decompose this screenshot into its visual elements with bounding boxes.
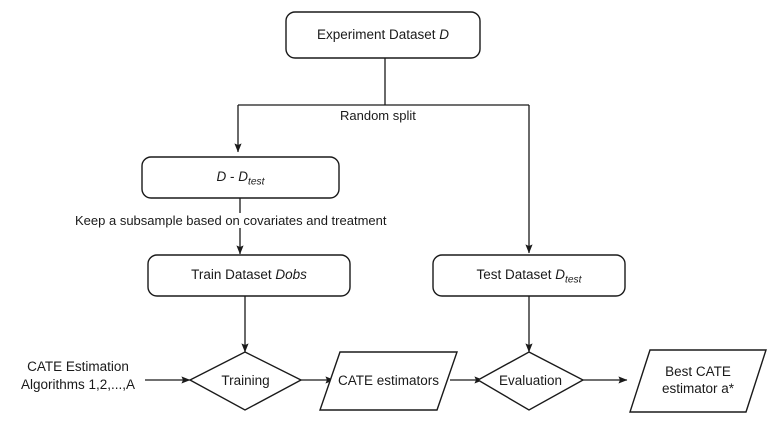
node-experiment-dataset[interactable]: [285, 11, 481, 59]
free-label-cate-algorithms: CATE Estimation Algorithms 1,2,...,A: [20, 359, 136, 392]
node-training-diamond[interactable]: [188, 351, 303, 411]
edge-label-keep-subsample: Keep a subsample based on covariates and…: [72, 213, 390, 228]
node-cate-estimators[interactable]: [319, 351, 458, 411]
edge-label-random-split: Random split: [337, 108, 419, 123]
node-test-dataset[interactable]: [432, 254, 626, 297]
node-d-minus-dtest[interactable]: [141, 156, 340, 199]
node-train-dataset[interactable]: [147, 254, 351, 297]
node-best-cate-estimator[interactable]: [629, 349, 767, 413]
node-evaluation-diamond[interactable]: [476, 351, 585, 411]
